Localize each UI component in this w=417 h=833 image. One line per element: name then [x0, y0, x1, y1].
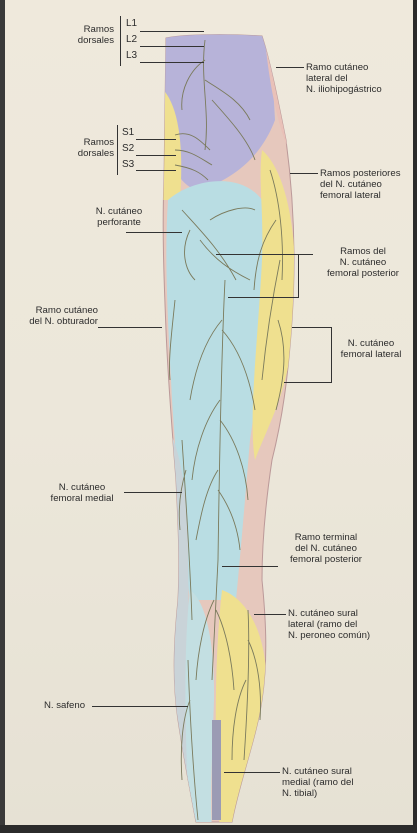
- bracket-sacro: [117, 125, 118, 175]
- label-perforante: N. cutáneo perforante: [74, 206, 164, 228]
- leader-perforante: [126, 232, 182, 233]
- leader-femoral-medial: [124, 492, 182, 493]
- label-L3: L3: [126, 50, 137, 62]
- leader-L3: [140, 62, 204, 63]
- zone-sural-medial: [212, 720, 221, 820]
- leader-posteriores-femoral-lateral: [290, 173, 318, 174]
- leader-S3: [136, 170, 176, 171]
- label-obturador: Ramo cutáneo del N. obturador: [4, 305, 98, 327]
- label-S1: S1: [122, 127, 134, 139]
- leader-terminal-posterior: [222, 566, 278, 567]
- bracket-lumbar: [120, 16, 121, 66]
- label-safeno: N. safeno: [44, 700, 85, 711]
- leader-S2: [136, 155, 176, 156]
- label-femoral-lateral: N. cutáneo femoral lateral: [338, 338, 404, 360]
- label-ramos-dorsales-sacro: Ramos dorsales: [58, 137, 114, 159]
- leader-obturador: [98, 327, 162, 328]
- label-iliohipogastrico: Ramo cutáneo lateral del N. iliohipogást…: [306, 62, 382, 95]
- bracket-femoral-lateral-bottom: [325, 382, 332, 383]
- label-posteriores-femoral-lateral: Ramos posteriores del N. cutáneo femoral…: [320, 168, 401, 201]
- leader-sural-medial: [224, 772, 280, 773]
- label-L2: L2: [126, 34, 137, 46]
- leader-sural-lateral: [254, 614, 286, 615]
- label-L1: L1: [126, 18, 137, 30]
- bracket-femoral-lateral: [331, 327, 332, 383]
- leader-iliohipogastrico: [276, 67, 304, 68]
- label-sural-lateral: N. cutáneo sural lateral (ramo del N. pe…: [288, 608, 370, 641]
- leader-femoral-lateral-top: [292, 327, 326, 328]
- leader-L1: [140, 31, 204, 32]
- leader-safeno: [92, 706, 188, 707]
- leader-femoral-lateral-bottom: [284, 382, 326, 383]
- label-S3: S3: [122, 159, 134, 171]
- label-S2: S2: [122, 143, 134, 155]
- label-femoral-posterior: Ramos del N. cutáneo femoral posterior: [315, 246, 411, 279]
- label-terminal-posterior: Ramo terminal del N. cutáneo femoral pos…: [278, 532, 374, 565]
- leader-femoral-posterior-v: [298, 254, 299, 298]
- label-sural-medial: N. cutáneo sural medial (ramo del N. tib…: [282, 766, 353, 799]
- leader-S1: [136, 139, 176, 140]
- leader-femoral-posterior-b: [228, 297, 298, 298]
- bracket-femoral-lateral-top: [325, 327, 332, 328]
- leader-L2: [140, 46, 204, 47]
- label-ramos-dorsales-lumbar: Ramos dorsales: [58, 24, 114, 46]
- label-femoral-medial: N. cutáneo femoral medial: [40, 482, 124, 504]
